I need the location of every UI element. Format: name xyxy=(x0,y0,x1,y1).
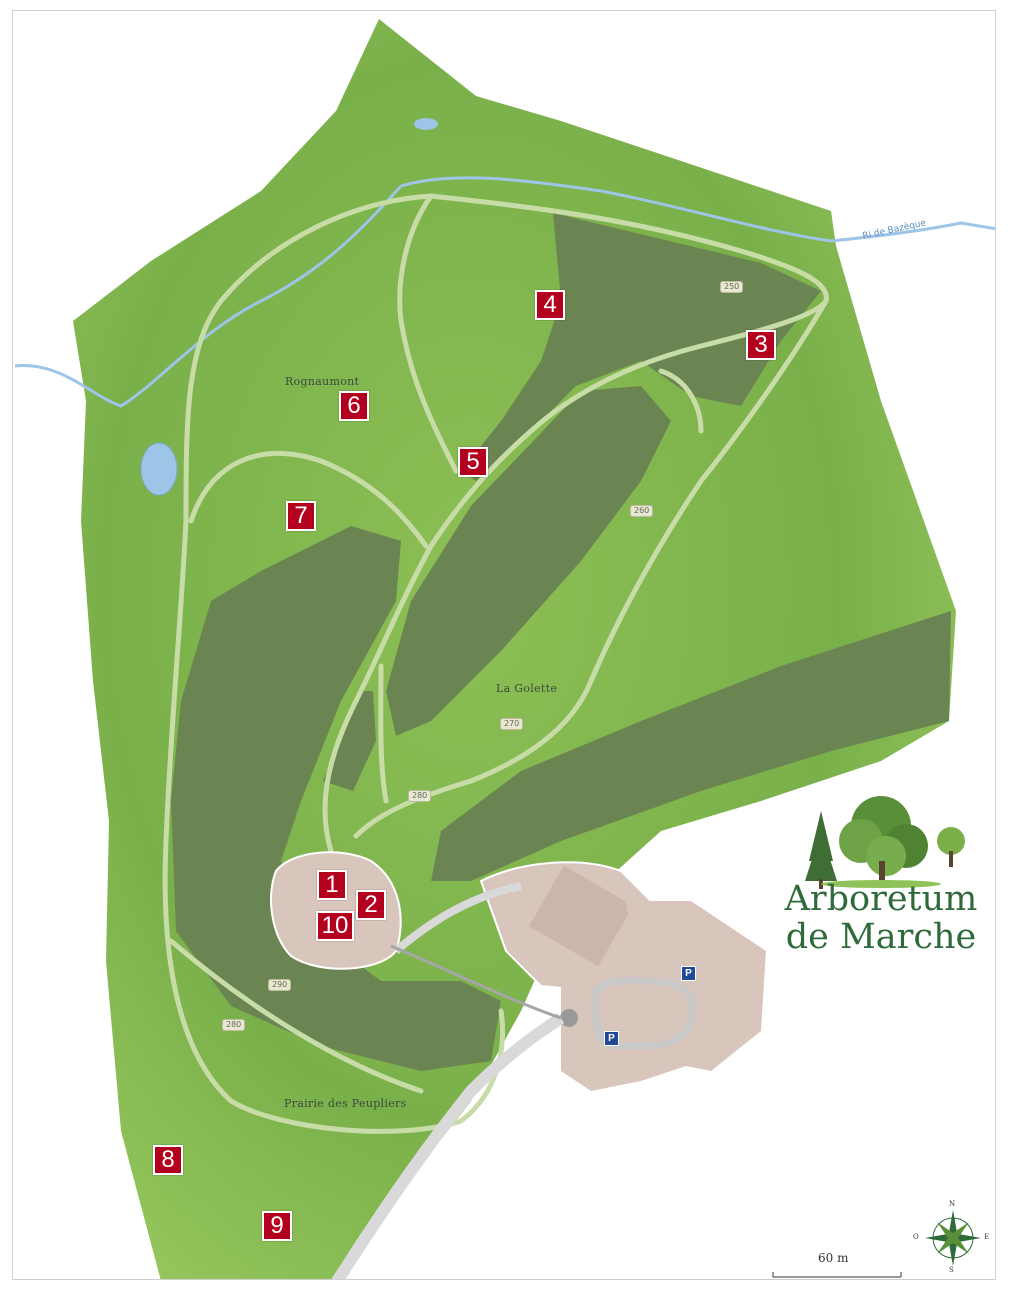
marker-10[interactable]: 10 xyxy=(316,911,354,941)
visitor-area xyxy=(270,851,766,1279)
marker-7[interactable]: 7 xyxy=(286,501,316,531)
forest-north xyxy=(461,213,821,481)
elevation-280-north: 280 xyxy=(408,790,432,802)
marker-8[interactable]: 8 xyxy=(153,1145,183,1175)
elevation-290: 290 xyxy=(268,979,292,991)
map-title: Arboretum de Marche xyxy=(776,880,986,956)
marker-5[interactable]: 5 xyxy=(458,447,488,477)
marker-6[interactable]: 6 xyxy=(339,391,369,421)
forest-east xyxy=(431,611,951,881)
elevation-260: 260 xyxy=(630,505,654,517)
trees-illustration xyxy=(805,796,965,889)
marker-1[interactable]: 1 xyxy=(317,870,347,900)
scale-bar xyxy=(772,1272,902,1278)
pond-west xyxy=(140,442,178,496)
map-title-line2: de Marche xyxy=(785,917,977,957)
compass-west: O xyxy=(913,1233,919,1241)
parking-icon-south: P xyxy=(604,1031,619,1046)
marker-2[interactable]: 2 xyxy=(356,890,386,920)
elevation-280-south: 280 xyxy=(222,1019,246,1031)
elevation-250: 250 xyxy=(720,281,744,293)
elevation-270: 270 xyxy=(500,718,524,730)
place-label-rognaumont: Rognaumont xyxy=(285,375,360,388)
marker-9[interactable]: 9 xyxy=(262,1211,292,1241)
marker-3[interactable]: 3 xyxy=(746,330,776,360)
forest-southwest xyxy=(171,526,501,1071)
scale-label: 60 m xyxy=(818,1251,849,1265)
path-network xyxy=(162,193,829,1134)
pond-north xyxy=(414,118,438,130)
map-canvas[interactable] xyxy=(13,11,996,1280)
forest-small xyxy=(323,691,376,791)
forest-central xyxy=(386,386,671,736)
marker-4[interactable]: 4 xyxy=(535,290,565,320)
map-frame xyxy=(12,10,996,1280)
compass-rose xyxy=(925,1210,981,1266)
parking-icon-east: P xyxy=(681,966,696,981)
place-label-prairie: Prairie des Peupliers xyxy=(284,1097,407,1110)
place-label-la-golette: La Golette xyxy=(496,682,558,695)
river xyxy=(14,176,995,408)
compass-south: S xyxy=(949,1266,954,1274)
compass-north: N xyxy=(949,1200,956,1208)
map-title-line1: Arboretum xyxy=(784,879,978,919)
compass-east: E xyxy=(984,1233,990,1241)
